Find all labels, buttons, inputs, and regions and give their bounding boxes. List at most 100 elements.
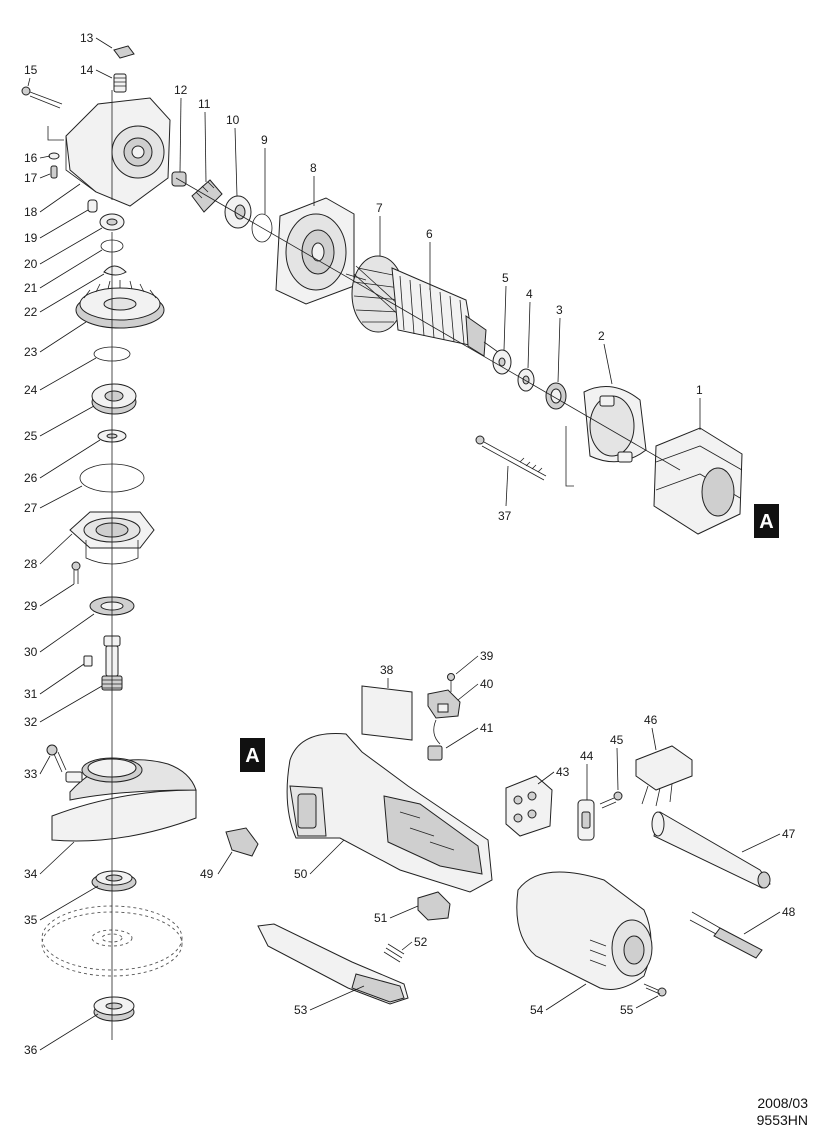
callout-3: 3 <box>556 303 563 383</box>
svg-text:29: 29 <box>24 599 38 613</box>
reference-mark-top: A <box>754 504 779 538</box>
callout-27: 27 <box>24 485 83 515</box>
callout-2: 2 <box>598 329 613 385</box>
svg-text:48: 48 <box>782 905 796 919</box>
callout-37: 37 <box>498 465 512 523</box>
part-35-shape <box>91 870 137 892</box>
svg-text:24: 24 <box>24 383 38 397</box>
callout-41: 41 <box>445 721 494 749</box>
svg-text:A: A <box>245 745 259 767</box>
callout-10: 10 <box>226 113 240 197</box>
svg-text:28: 28 <box>24 557 38 571</box>
callout-22: 22 <box>24 273 105 319</box>
callout-17: 17 <box>24 171 51 185</box>
part-37-shape <box>475 435 547 481</box>
callout-48: 48 <box>743 905 796 935</box>
svg-text:20: 20 <box>24 257 38 271</box>
callout-35: 35 <box>24 885 99 927</box>
part-22-shape <box>103 265 127 276</box>
callout-25: 25 <box>24 405 95 443</box>
svg-text:40: 40 <box>480 677 494 691</box>
part-46-shape <box>635 745 693 807</box>
svg-text:4: 4 <box>526 287 533 301</box>
reference-mark-bottom: A <box>240 738 265 772</box>
callout-29: 29 <box>24 583 75 613</box>
callout-53: 53 <box>294 985 365 1017</box>
svg-text:2: 2 <box>598 329 605 343</box>
callout-30: 30 <box>24 613 95 659</box>
assembly-axis-lines <box>47 90 681 1040</box>
svg-text:A: A <box>759 511 773 533</box>
part-39-shape <box>447 673 455 692</box>
part-4-shape <box>517 368 535 392</box>
part-25-shape <box>91 383 137 415</box>
callout-13: 13 <box>80 31 113 49</box>
part-3-shape <box>545 382 567 410</box>
svg-text:12: 12 <box>174 83 188 97</box>
footer-model: 9553HN <box>756 1112 808 1128</box>
svg-text:1: 1 <box>696 383 703 397</box>
callout-12: 12 <box>174 83 188 173</box>
callout-14: 14 <box>80 63 113 79</box>
svg-text:25: 25 <box>24 429 38 443</box>
callout-7: 7 <box>376 201 383 256</box>
svg-text:8: 8 <box>310 161 317 175</box>
svg-text:11: 11 <box>198 97 211 111</box>
part-53-shape <box>257 923 409 1005</box>
callout-34: 34 <box>24 841 75 881</box>
part-44-shape <box>577 799 595 841</box>
svg-text:55: 55 <box>620 1003 634 1017</box>
svg-text:18: 18 <box>24 205 38 219</box>
svg-text:50: 50 <box>294 867 308 881</box>
svg-text:32: 32 <box>24 715 38 729</box>
part-23-shape <box>75 280 165 329</box>
svg-text:22: 22 <box>24 305 38 319</box>
svg-text:49: 49 <box>200 867 214 881</box>
part-14-shape <box>113 73 127 93</box>
part-34-shape <box>51 757 197 842</box>
callout-55: 55 <box>620 995 659 1017</box>
svg-text:19: 19 <box>24 231 38 245</box>
part-40-shape <box>427 689 461 719</box>
svg-text:9: 9 <box>261 133 268 147</box>
svg-text:36: 36 <box>24 1043 38 1057</box>
part-33-shape <box>46 744 67 773</box>
part-6-shape <box>345 267 499 357</box>
callout-23: 23 <box>24 321 87 359</box>
callout-5: 5 <box>502 271 509 351</box>
callout-31: 31 <box>24 663 85 701</box>
svg-text:51: 51 <box>374 911 388 925</box>
part-45-shape <box>599 791 623 809</box>
part-9-shape <box>251 213 273 243</box>
callout-39: 39 <box>455 649 494 675</box>
svg-text:33: 33 <box>24 767 38 781</box>
part-5-shape <box>492 349 512 375</box>
part-50-shape <box>286 733 493 893</box>
part-29-shape <box>71 561 81 584</box>
callout-21: 21 <box>24 249 103 295</box>
footer-date: 2008/03 <box>757 1095 808 1111</box>
callout-8: 8 <box>310 161 317 206</box>
part-52-shape <box>383 943 405 963</box>
callout-33: 33 <box>24 755 51 781</box>
part-38-shape <box>361 685 413 741</box>
svg-text:17: 17 <box>24 171 38 185</box>
svg-text:39: 39 <box>480 649 494 663</box>
part-36-shape <box>93 996 135 1022</box>
part-8-shape <box>275 197 355 305</box>
callout-52: 52 <box>401 935 428 951</box>
part-31-shape <box>83 655 93 667</box>
svg-text:34: 34 <box>24 867 38 881</box>
footer: 2008/03 9553HN <box>757 1095 808 1129</box>
part-55-shape <box>643 983 667 997</box>
svg-text:6: 6 <box>426 227 433 241</box>
part-20-shape <box>99 213 125 231</box>
part-47-shape <box>651 811 771 889</box>
svg-text:3: 3 <box>556 303 563 317</box>
part-41-shape <box>427 719 443 761</box>
callout-43: 43 <box>537 765 570 785</box>
callout-49: 49 <box>200 851 233 881</box>
callout-50: 50 <box>294 839 345 881</box>
part-16-shape <box>48 152 60 160</box>
callout-26: 26 <box>24 439 101 485</box>
